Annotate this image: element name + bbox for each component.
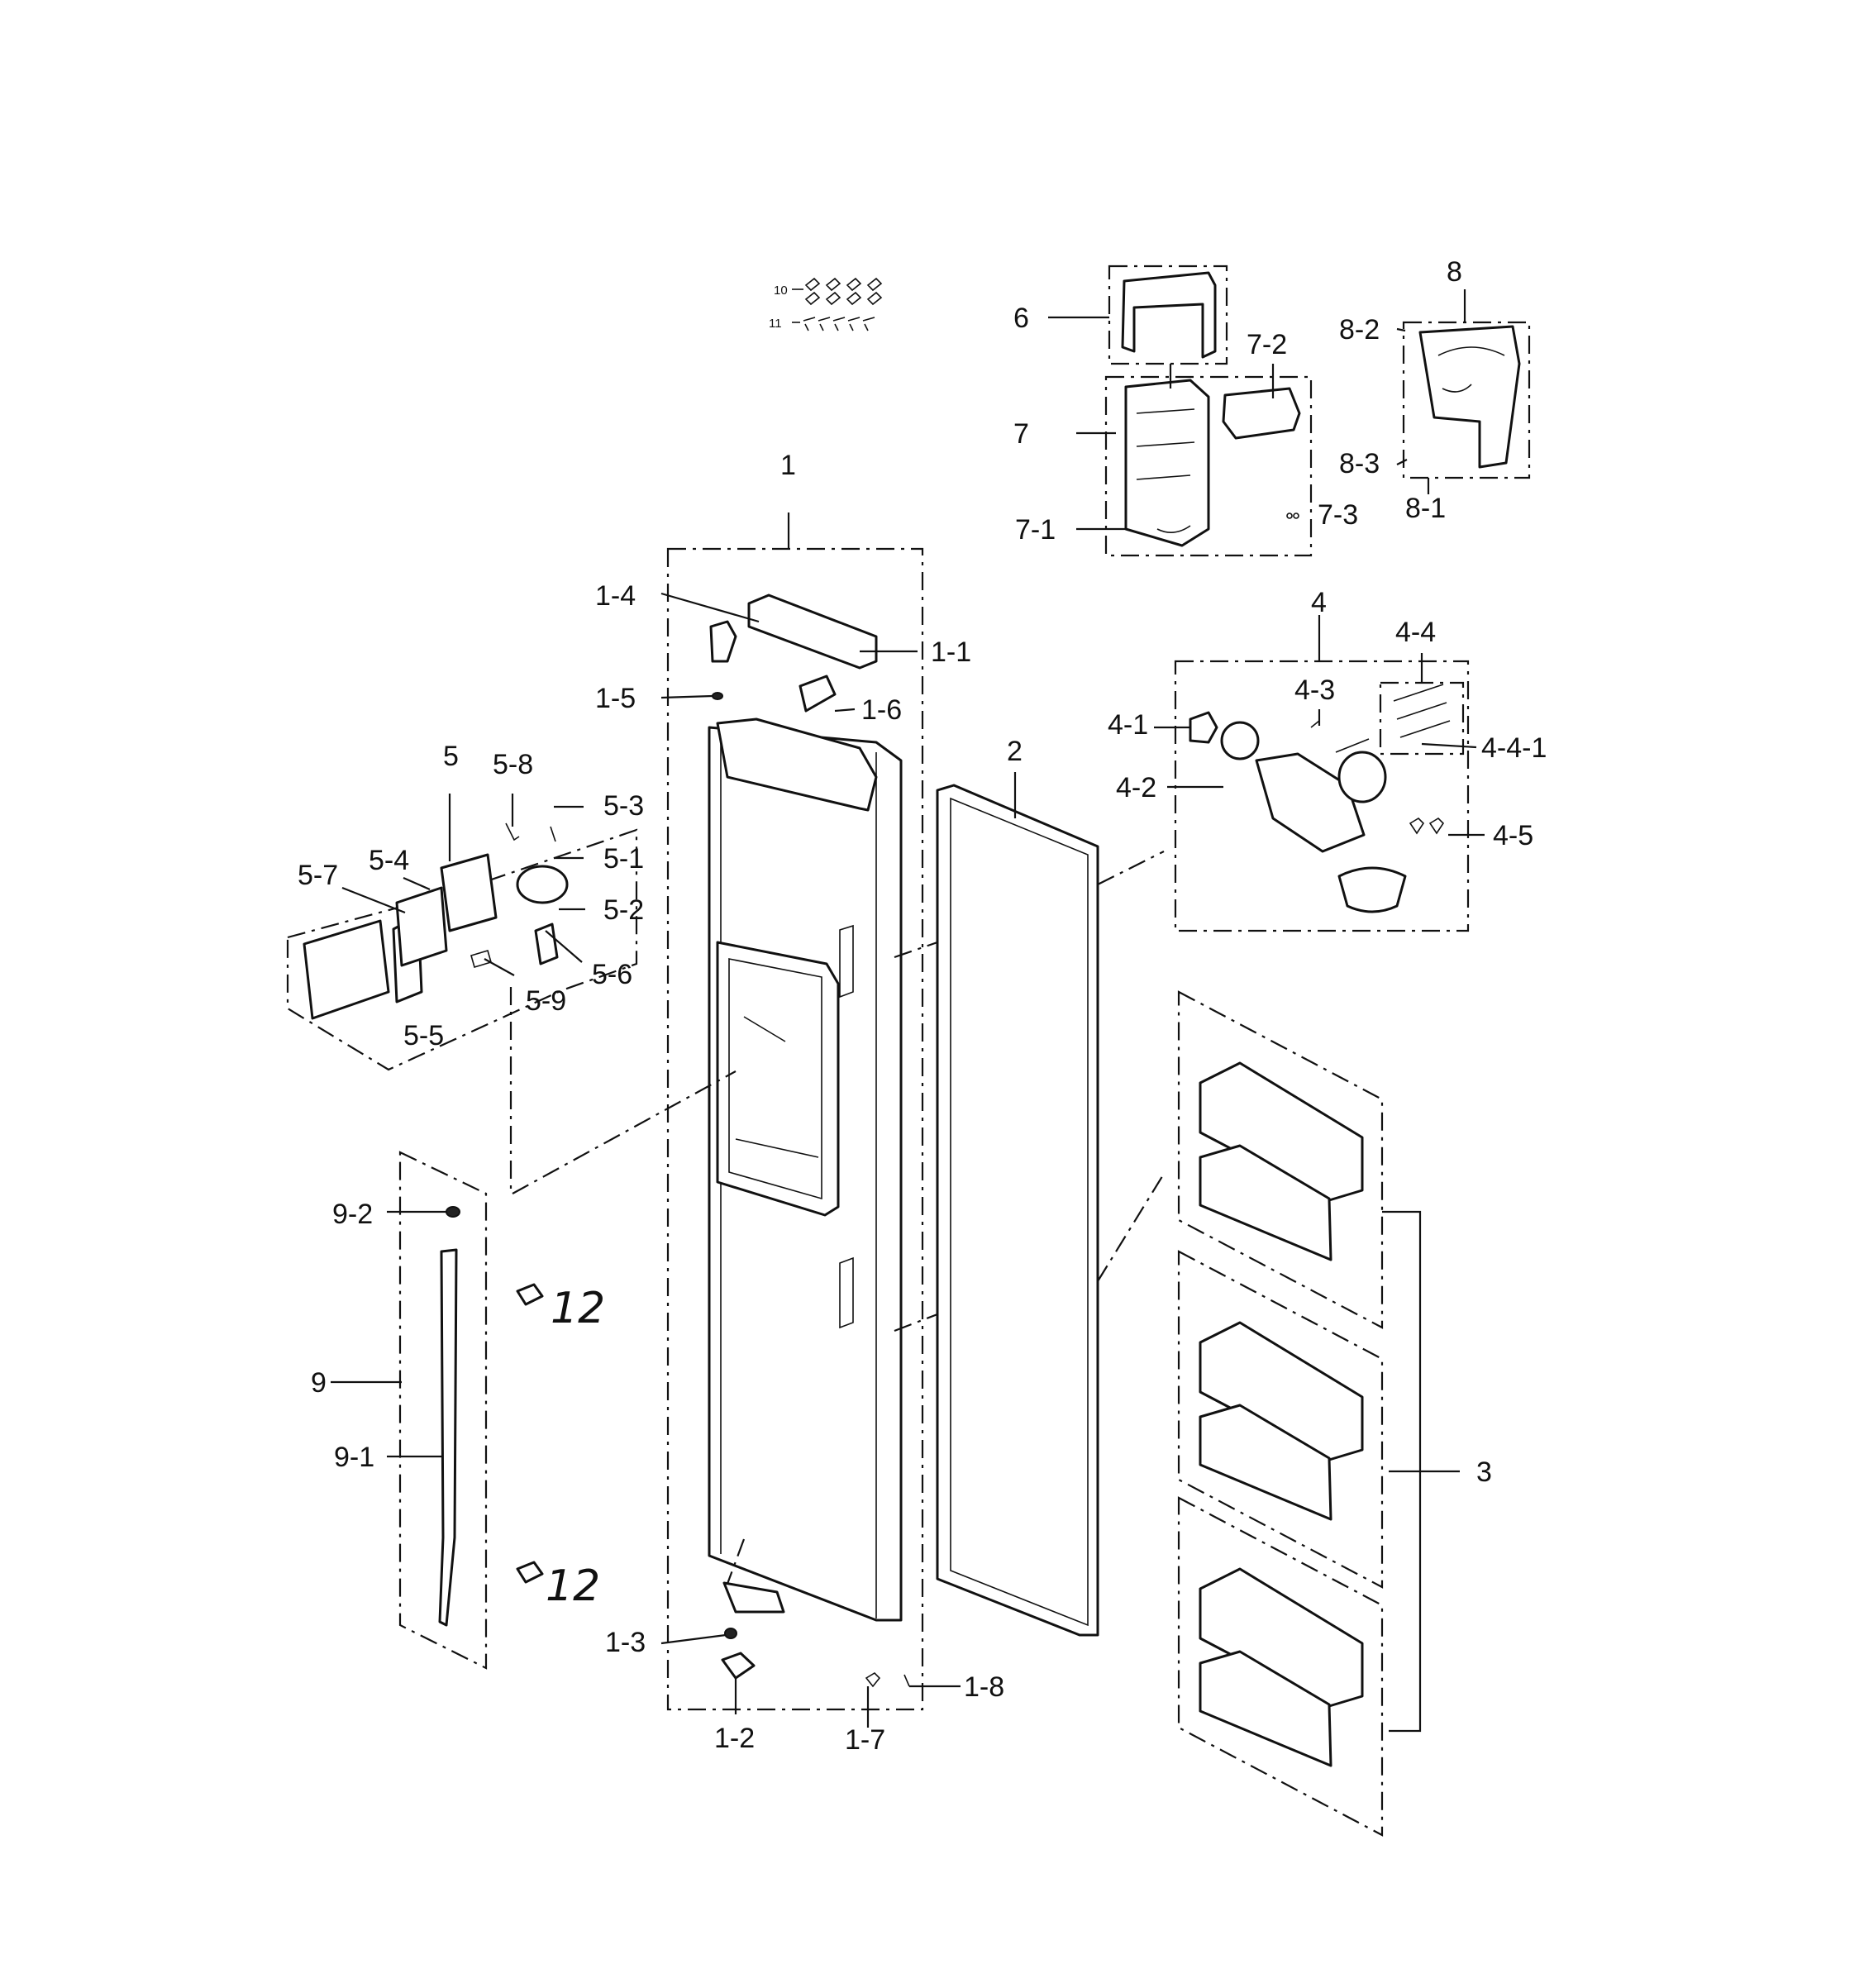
screw-group-10-11 (792, 277, 883, 331)
label-1-7: 1-7 (845, 1724, 885, 1756)
part-7-housing (1076, 364, 1313, 557)
label-1-4: 1-4 (595, 580, 636, 612)
part-3-door-bins (1177, 990, 1460, 1837)
part-2-gasket (936, 772, 1099, 1637)
label-5-2: 5-2 (603, 894, 644, 926)
callout-labels: 10 11 6 7 7-2 7-1 7-3 8 8-2 8-3 8-1 1 1-… (298, 256, 1547, 1756)
label-4-4: 4-4 (1395, 617, 1436, 648)
label-7-2: 7-2 (1247, 329, 1287, 360)
label-5-3: 5-3 (603, 790, 644, 822)
label-4-2: 4-2 (1116, 772, 1156, 803)
label-5-8: 5-8 (493, 749, 533, 780)
part-4-ice-maker (1154, 615, 1485, 932)
label-4-4-1: 4-4-1 (1481, 732, 1547, 764)
label-8-2: 8-2 (1339, 314, 1380, 346)
label-6: 6 (1013, 303, 1029, 334)
label-1-5: 1-5 (595, 683, 636, 714)
part-8-ice-bucket (1396, 289, 1531, 494)
label-4-5: 4-5 (1493, 820, 1533, 851)
label-1-1: 1-1 (931, 636, 971, 668)
label-5-1: 5-1 (603, 843, 644, 875)
label-2: 2 (1007, 736, 1023, 767)
label-8: 8 (1447, 256, 1462, 288)
label-1-8: 1-8 (964, 1671, 1004, 1703)
label-7: 7 (1013, 418, 1029, 450)
label-4-3: 4-3 (1294, 675, 1335, 706)
label-1-6: 1-6 (861, 694, 902, 726)
label-9: 9 (311, 1367, 327, 1399)
label-7-1: 7-1 (1015, 514, 1056, 546)
assembly-connector-lines (509, 851, 1165, 1585)
screw-12 (516, 1283, 544, 1584)
part-9-handle (331, 1151, 488, 1670)
label-3: 3 (1476, 1456, 1492, 1488)
label-1-3: 1-3 (605, 1627, 646, 1658)
part-1-door (660, 512, 961, 1728)
label-12-lower: 12 (546, 1561, 600, 1611)
label-4-1: 4-1 (1108, 709, 1148, 741)
label-5-6: 5-6 (592, 959, 632, 990)
label-4: 4 (1311, 587, 1327, 618)
label-9-1: 9-1 (334, 1442, 374, 1473)
label-8-3: 8-3 (1339, 448, 1380, 479)
label-11: 11 (769, 317, 782, 331)
label-5-4: 5-4 (369, 845, 409, 876)
part-6-cover (1048, 265, 1228, 365)
label-5-5: 5-5 (403, 1020, 444, 1051)
label-1-2: 1-2 (714, 1723, 755, 1754)
label-8-1: 8-1 (1405, 493, 1446, 524)
part-5-dispenser-panel (286, 794, 638, 1071)
label-1: 1 (780, 450, 796, 481)
label-7-3: 7-3 (1318, 499, 1358, 531)
label-5: 5 (443, 741, 459, 772)
label-12-upper: 12 (551, 1284, 605, 1333)
label-9-2: 9-2 (332, 1199, 373, 1230)
label-10: 10 (774, 284, 788, 298)
label-5-7: 5-7 (298, 860, 338, 891)
label-5-9: 5-9 (526, 985, 566, 1017)
